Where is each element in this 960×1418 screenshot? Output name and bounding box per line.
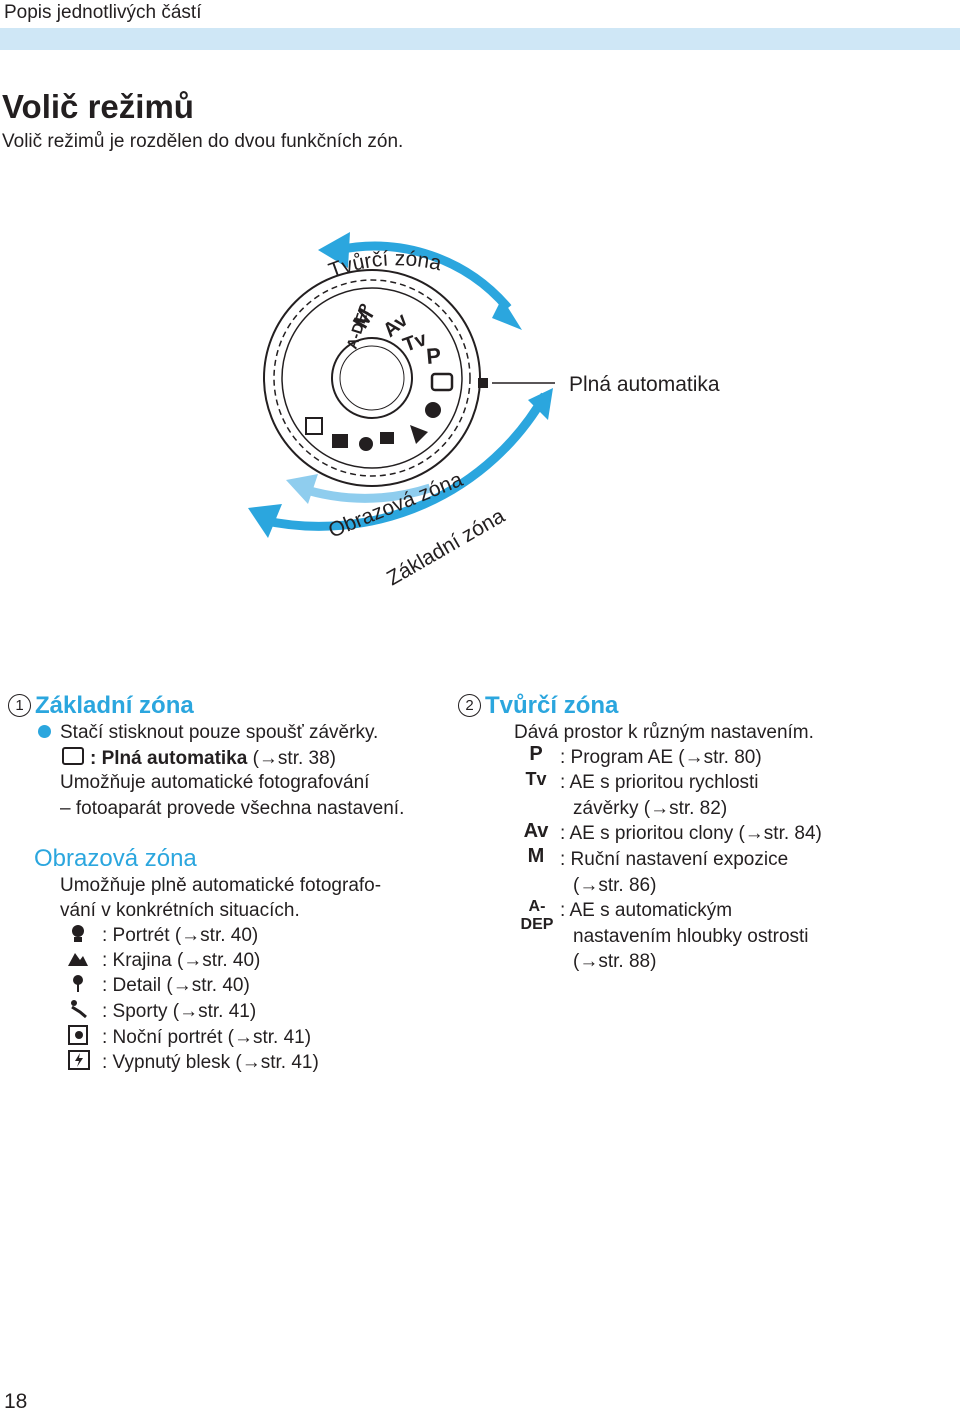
mode-dial-diagram: A-DEP M Av Tv P Tvůrčí zóna Plná automat… — [248, 232, 720, 590]
mode-tv-line2: závěrky (→str. 82) — [573, 798, 728, 819]
header-bar — [0, 28, 960, 50]
basic-desc-line1: Umožňuje automatické fotografování — [60, 772, 370, 793]
closeup-icon — [73, 975, 83, 992]
basic-zone-bullet: Stačí stisknout pouze spoušť závěrky. — [38, 722, 378, 744]
mode-adep-line1: : AE s automatickým — [560, 900, 733, 921]
page-number: 18 — [4, 1390, 28, 1413]
dial-center-outer — [331, 337, 413, 419]
creative-zone-arrow-left — [318, 232, 350, 268]
portrait-icon — [72, 925, 84, 942]
mode-symbol-adep: A-DEP — [520, 898, 554, 933]
image-desc-line2: vání v konkrétních situacích. — [60, 900, 300, 921]
basic-zone-arrow-right — [528, 388, 553, 420]
mode-adep-line2: nastavením hloubky ostrosti — [573, 926, 809, 947]
mode-m-line2: (→str. 86) — [573, 875, 657, 896]
creative-zone-arc — [337, 241, 512, 311]
bullet-icon — [38, 725, 51, 738]
image-zone-arc — [298, 483, 432, 503]
page-title: Volič režimů — [2, 88, 194, 125]
basic-zone-arrow-left — [248, 504, 282, 538]
image-mode-closeup: : Detail (→str. 40) — [68, 975, 250, 997]
creative-zone-intro: Dává prostor k různým nastavením. — [514, 722, 814, 743]
landscape-icon — [68, 953, 88, 966]
mode-p-line1: : Program AE (→str. 80) — [560, 747, 762, 768]
dial-index-mark — [478, 378, 488, 388]
dial-pictograms — [305, 402, 441, 451]
image-mode-landscape: : Krajina (→str. 40) — [68, 950, 260, 972]
basic-zone-arc — [261, 392, 549, 531]
image-desc-line1: Umožňuje plně automatické fotografo- — [60, 875, 382, 896]
full-auto-small-icon — [62, 747, 84, 765]
label-full-auto: Plná automatika — [569, 373, 720, 396]
image-mode-sports: : Sporty (→str. 41) — [68, 1000, 256, 1023]
intro-text: Volič režimů je rozdělen do dvou funkční… — [2, 131, 404, 152]
mode-adep-line3: (→str. 88) — [573, 951, 657, 972]
section-number-1: 1 — [8, 694, 31, 717]
section-number-2: 2 — [458, 694, 481, 717]
creative-zone-arrow-right — [492, 298, 522, 330]
sports-icon — [71, 1000, 87, 1019]
image-mode-portrait: : Portrét (→str. 40) — [68, 925, 258, 947]
image-zone-arrow-left — [286, 474, 318, 504]
basic-desc-line2: – fotoaparát provede všechna nastavení. — [60, 798, 405, 819]
dial-mark-p: P — [425, 343, 442, 369]
mode-symbol-p: P — [529, 743, 543, 765]
full-auto-icon — [430, 372, 454, 392]
image-mode-flash-off: : Vypnutý blesk (→str. 41) — [68, 1050, 319, 1074]
image-zone-heading: Obrazová zóna — [34, 845, 197, 872]
night-portrait-icon — [68, 1025, 88, 1045]
mode-m-line1: : Ruční nastavení expozice — [560, 849, 789, 870]
mode-tv-line1: : AE s prioritou rychlosti — [560, 772, 759, 793]
dial-inner-ring — [281, 287, 463, 469]
mode-av-line1: : AE s prioritou clony (→str. 84) — [560, 823, 822, 844]
mode-symbol-tv: Tv — [525, 769, 547, 789]
dial-outer-ring — [263, 269, 481, 487]
image-mode-night-portrait: : Noční portrét (→str. 41) — [68, 1025, 311, 1049]
label-image-zone: Obrazová zóna — [325, 468, 466, 543]
flash-off-icon — [68, 1050, 90, 1070]
dial-center-inner — [339, 345, 405, 411]
section-header-label: Popis jednotlivých částí — [4, 2, 202, 23]
mode-symbol-m: M — [527, 845, 545, 867]
mode-symbol-av: Av — [523, 820, 549, 842]
full-auto-line: : Plná automatika (→str. 38) — [62, 747, 336, 770]
dial-knurl-ring — [273, 279, 471, 477]
